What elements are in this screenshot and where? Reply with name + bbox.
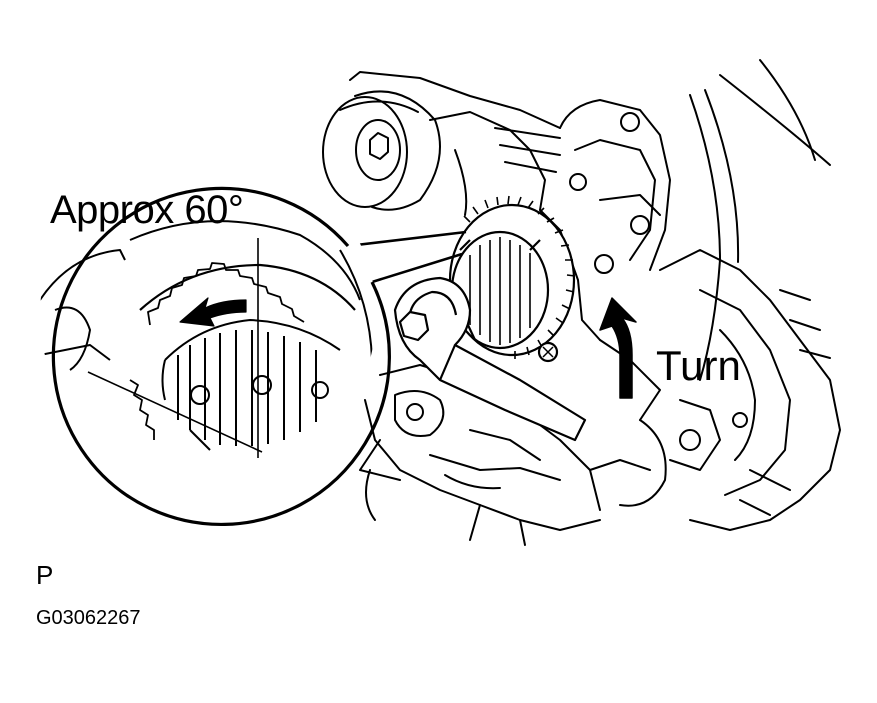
turn-callout-label: Turn (656, 342, 741, 389)
sprocket-ribs (469, 237, 531, 345)
angle-callout-label: Approx 60° (50, 188, 244, 232)
zoom-sprocket-ribs (177, 330, 317, 446)
gear-teeth (463, 195, 576, 359)
turn-arrow-icon (599, 297, 637, 399)
callout-leader (347, 230, 467, 284)
idler-pulley (322, 90, 441, 211)
rotation-arrow-icon (179, 297, 247, 327)
figure-id-label: G03062267 (36, 607, 141, 629)
view-code-label: P (36, 560, 54, 590)
zoom-detail (40, 147, 391, 526)
cam-gear-assembly (393, 195, 587, 442)
